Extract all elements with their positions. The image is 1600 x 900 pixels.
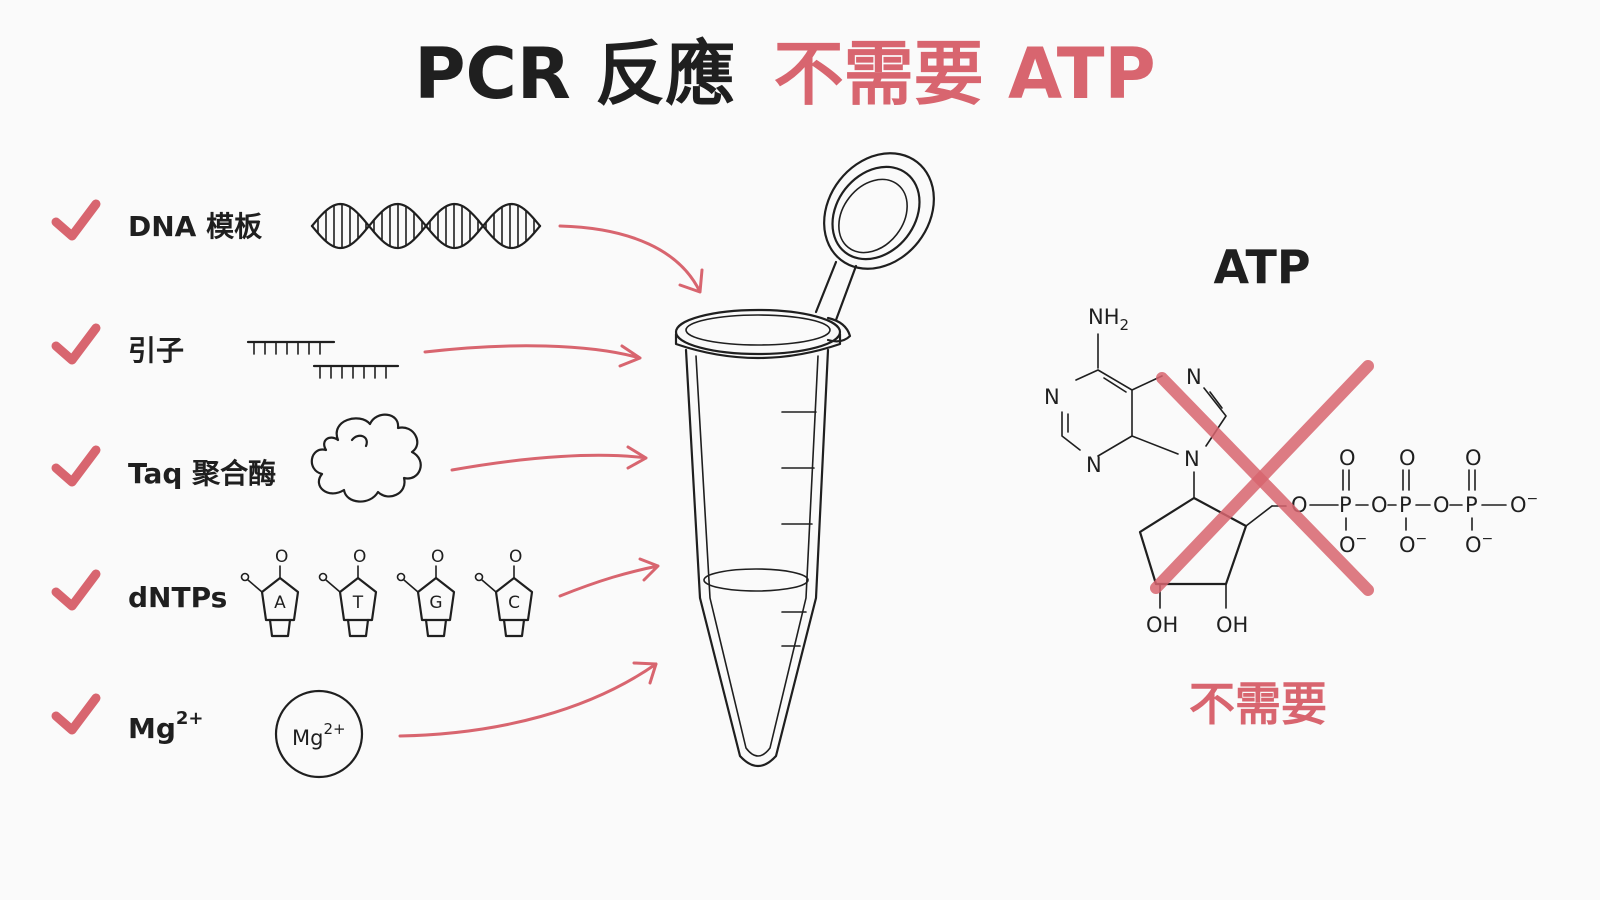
magnesium-ion-icon: Mg2+ xyxy=(274,689,364,779)
arrow-mg-icon xyxy=(398,661,658,738)
svg-text:O−: O− xyxy=(1465,531,1493,557)
ingredient-label-dna: DNA 模板 xyxy=(128,210,262,243)
check-icon xyxy=(51,693,101,735)
atp-n7: N xyxy=(1186,365,1202,389)
nucleotide-g-icon: OG xyxy=(396,547,456,638)
svg-text:O: O xyxy=(353,547,366,567)
svg-text:O: O xyxy=(509,547,522,567)
mg-badge-text: Mg2+ xyxy=(292,720,346,750)
svg-text:O−: O− xyxy=(1510,491,1538,517)
pcr-tube-icon xyxy=(674,152,935,768)
mg-label-sup: 2+ xyxy=(176,708,204,729)
atp-heading: ATP xyxy=(1213,240,1310,294)
arrow-taq-icon xyxy=(450,445,648,472)
svg-text:O: O xyxy=(275,547,288,567)
svg-text:O: O xyxy=(1465,446,1482,470)
nucleotide-c-icon: OC xyxy=(474,547,534,638)
phosphorus-atom: P xyxy=(1339,493,1352,517)
svg-text:O: O xyxy=(1339,446,1356,470)
atp-n9: N xyxy=(1184,447,1200,471)
svg-text:O−: O− xyxy=(1399,531,1427,557)
ingredient-label-mg: Mg2+ xyxy=(128,708,204,745)
atp-nh2: NH2 xyxy=(1088,305,1129,334)
dna-helix-icon xyxy=(310,202,542,250)
svg-text:O: O xyxy=(431,547,444,567)
svg-text:O−: O− xyxy=(1339,531,1367,557)
nucleotide-base-label: T xyxy=(352,593,364,613)
arrow-dna-icon xyxy=(558,224,704,294)
title-dark-part: PCR 反應 xyxy=(414,33,735,115)
atp-oh-left: OH xyxy=(1146,613,1178,637)
phosphorus-atom: P xyxy=(1399,493,1412,517)
ingredient-label-taq: Taq 聚合酶 xyxy=(128,457,276,490)
ingredient-label-primer: 引子 xyxy=(128,334,184,367)
atp-n3: N xyxy=(1086,453,1102,477)
nucleotide-base-label: C xyxy=(508,593,520,613)
nucleotide-a-icon: OA xyxy=(240,547,300,638)
cross-out-icon xyxy=(1150,360,1374,596)
page-title: PCR 反應 不需要 ATP xyxy=(414,33,1156,115)
checkmark-column xyxy=(51,199,101,735)
title-red-part: 不需要 ATP xyxy=(774,33,1156,115)
ingredient-label-dntps: dNTPs xyxy=(128,581,227,614)
svg-text:O: O xyxy=(1433,493,1450,517)
check-icon xyxy=(51,569,101,611)
arrow-dntps-icon xyxy=(558,557,660,598)
nucleotide-base-label: G xyxy=(429,593,442,613)
atp-n1: N xyxy=(1044,385,1060,409)
check-icon xyxy=(51,323,101,365)
enzyme-blob-icon xyxy=(310,413,422,503)
phosphorus-atom: P xyxy=(1465,493,1478,517)
mg-label-main: Mg xyxy=(128,712,176,745)
arrow-group xyxy=(398,224,704,738)
atp-oh-right: OH xyxy=(1216,613,1248,637)
nucleotide-base-label: A xyxy=(274,593,286,613)
svg-text:O: O xyxy=(1371,493,1388,517)
check-icon xyxy=(51,445,101,487)
arrow-primer-icon xyxy=(423,344,642,368)
check-icon xyxy=(51,199,101,241)
svg-text:O: O xyxy=(1399,446,1416,470)
nucleotide-t-icon: OT xyxy=(318,547,378,638)
primer-strands-icon xyxy=(246,340,400,379)
atp-not-needed-label: 不需要 xyxy=(1189,677,1327,731)
